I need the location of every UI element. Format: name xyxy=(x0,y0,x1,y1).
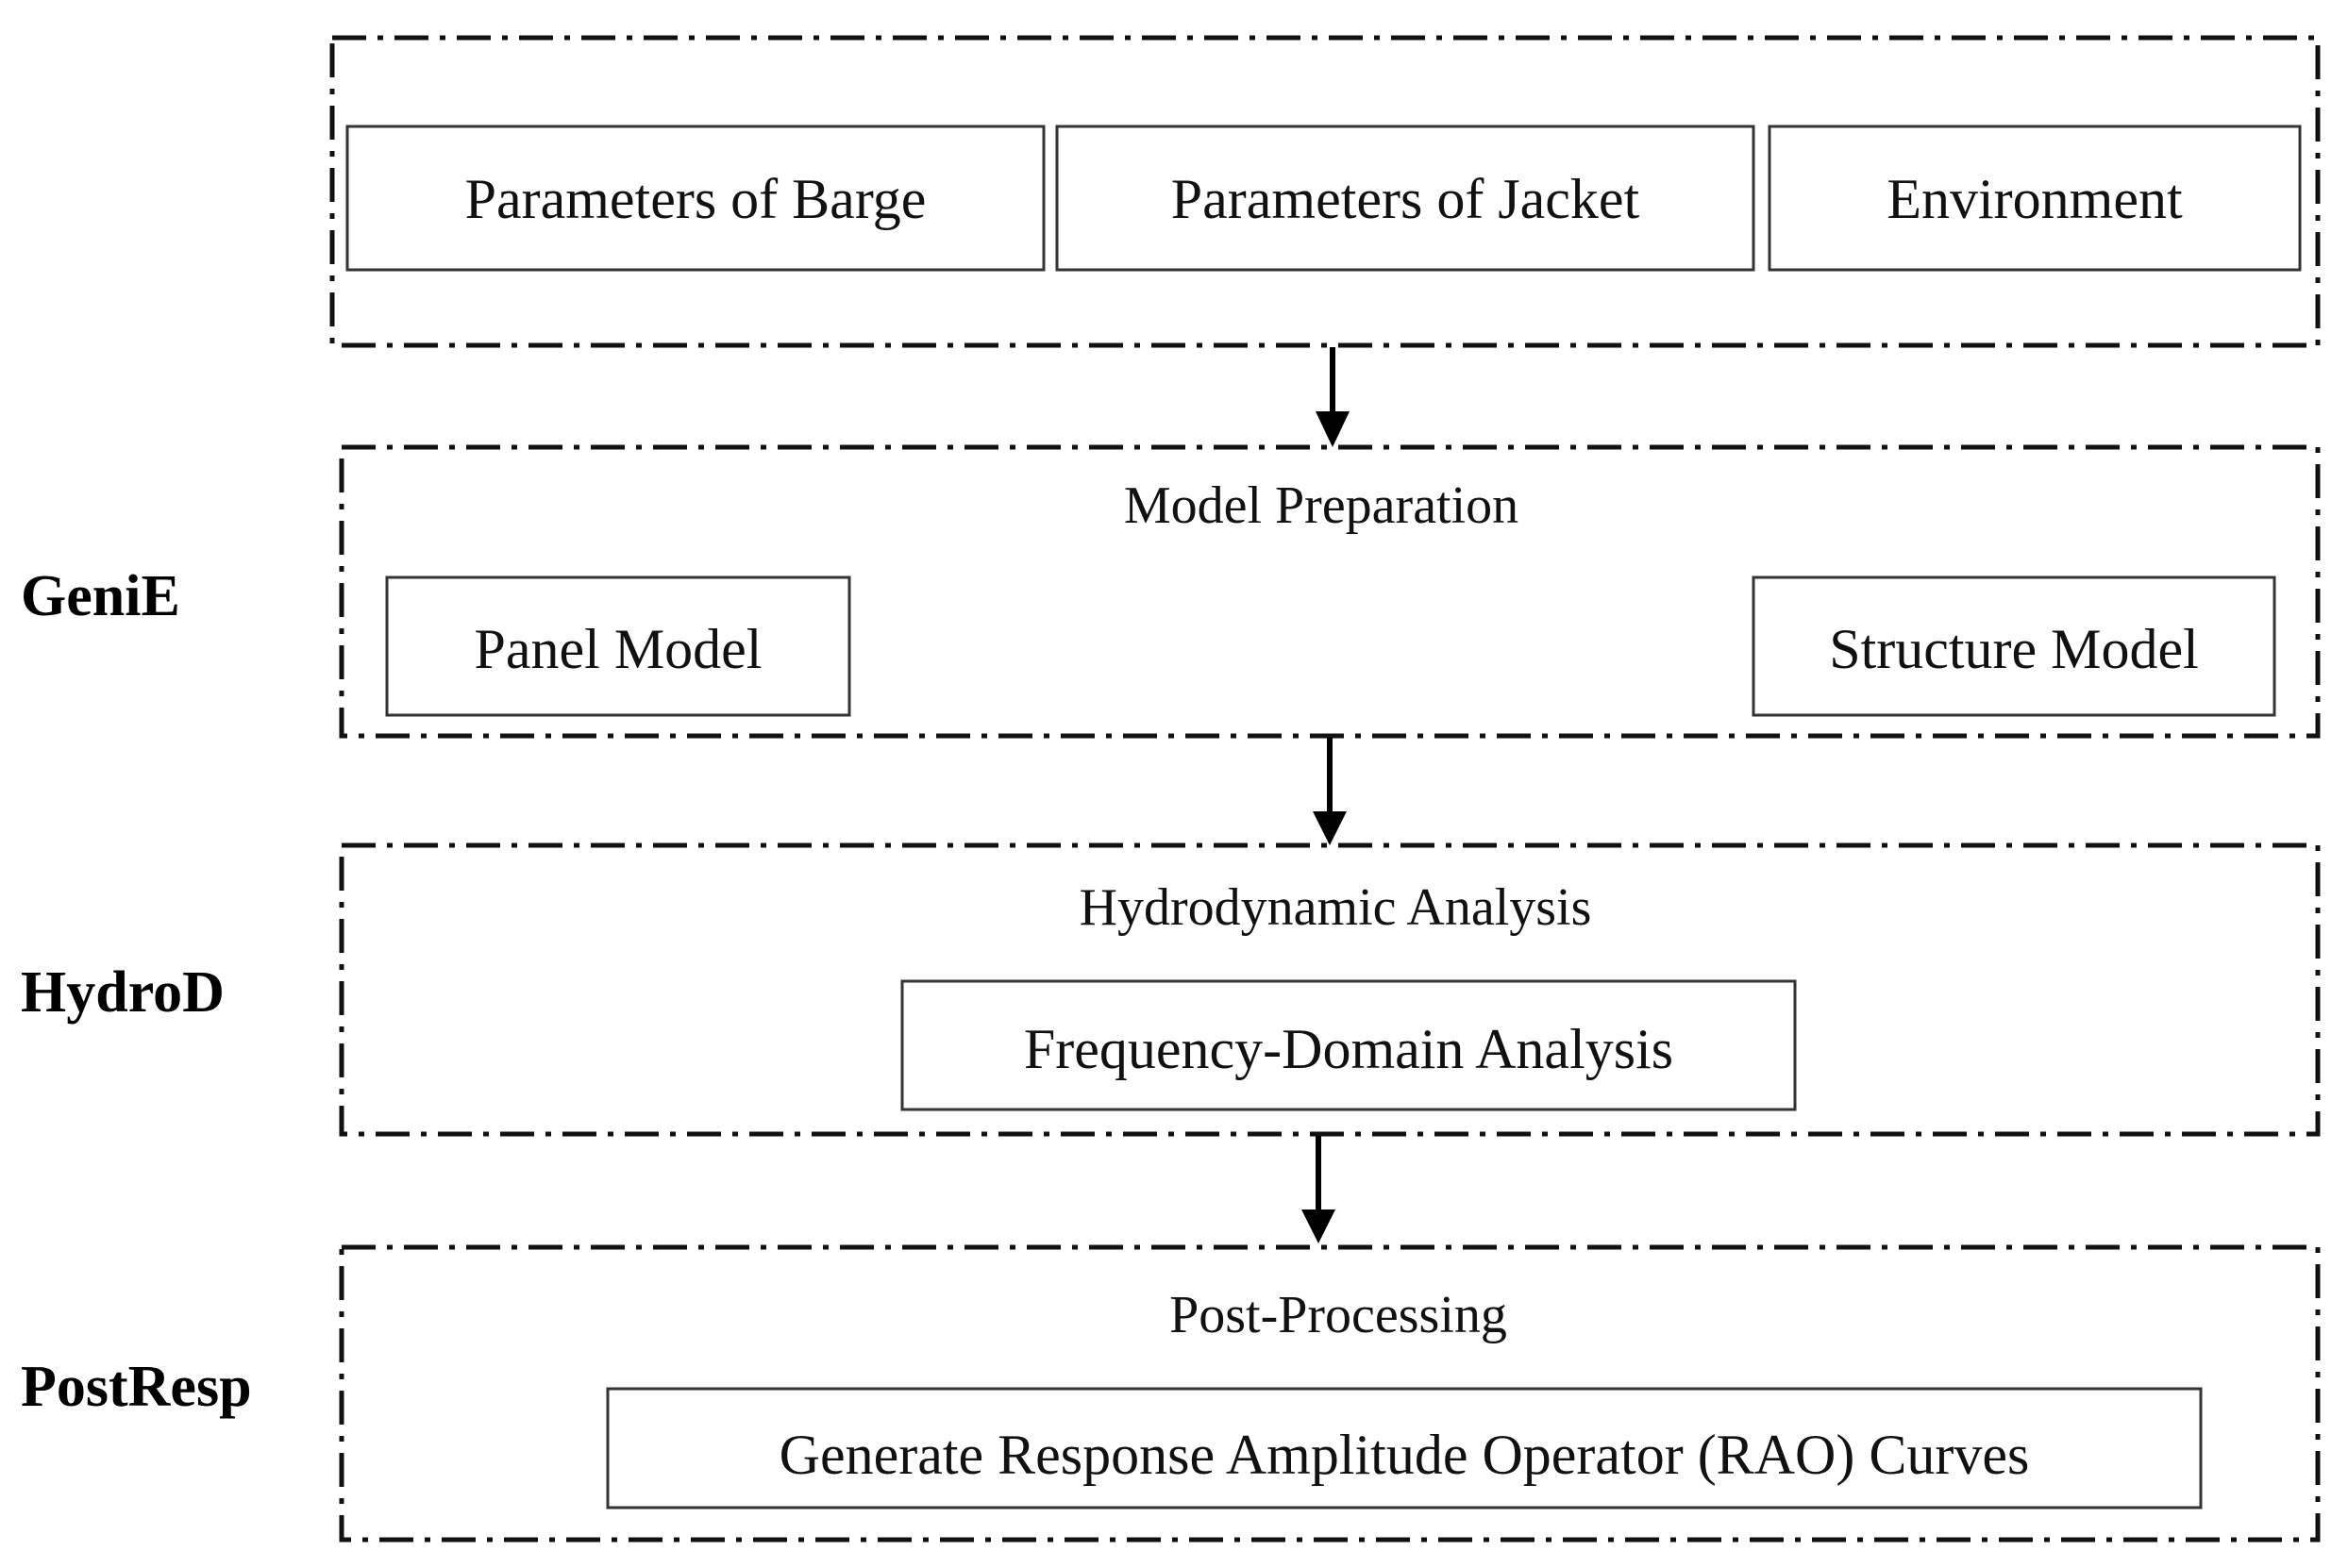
hydrod-stage-title: Hydrodynamic Analysis xyxy=(1080,878,1592,937)
genie-group-frame xyxy=(339,444,2321,739)
arrow-hydrod-to-postresp-head xyxy=(1301,1209,1335,1243)
environment-box xyxy=(1768,125,2302,272)
barge-parameters-box xyxy=(345,125,1046,272)
frequency-domain-label: Frequency-Domain Analysis xyxy=(1024,1018,1673,1080)
hydrod-group-frame xyxy=(339,842,2321,1137)
jacket-parameters-label: Parameters of Jacket xyxy=(1171,168,1640,230)
postresp-group-frame xyxy=(339,1244,2321,1543)
panel-model-label: Panel Model xyxy=(475,618,763,680)
arrow-inputs-to-genie-head xyxy=(1316,411,1350,447)
structure-model-label: Structure Model xyxy=(1829,618,2199,680)
frequency-domain-box xyxy=(900,979,1797,1111)
rao-curves-box xyxy=(606,1387,2203,1510)
environment-label: Environment xyxy=(1887,168,2183,230)
genie-stage-title: Model Preparation xyxy=(1124,476,1518,535)
barge-parameters-label: Parameters of Barge xyxy=(465,168,927,230)
hydrod-tool-label: HydroD xyxy=(21,960,225,1025)
rao-curves-label: Generate Response Amplitude Operator (RA… xyxy=(780,1424,2030,1486)
genie-tool-label: GeniE xyxy=(21,564,180,628)
panel-model-box xyxy=(385,575,851,717)
jacket-parameters-box xyxy=(1055,125,1755,272)
inputs-group-frame xyxy=(329,35,2321,348)
postresp-stage-title: Post-Processing xyxy=(1169,1286,1507,1344)
structure-model-box xyxy=(1752,575,2276,717)
postresp-tool-label: PostResp xyxy=(21,1355,252,1419)
arrow-genie-to-hydrod-head xyxy=(1313,811,1347,845)
